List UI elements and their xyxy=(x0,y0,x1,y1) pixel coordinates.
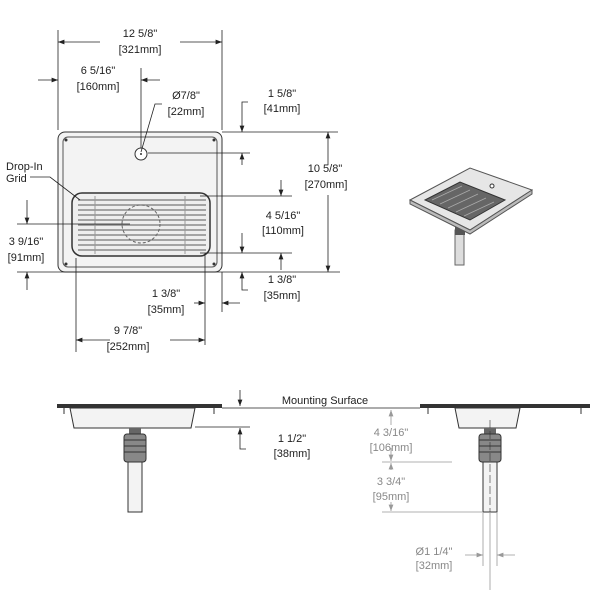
dim-grid-width-mm: [252mm] xyxy=(107,341,150,353)
dim-hole-offset-mm: [160mm] xyxy=(77,81,120,93)
dim-hole-diameter: Ø7/8" xyxy=(172,90,200,102)
top-view: 12 5/8" [321mm] 6 5/16" [160mm] Ø7/8" [2… xyxy=(6,28,347,353)
dim-grid-depth: 4 5/16" xyxy=(266,210,301,222)
fitting-dims: 4 3/16" [106mm] 3 3/4" [95mm] Ø1 1/4" [3… xyxy=(370,410,515,590)
dim-pipe-diameter-mm: [32mm] xyxy=(416,560,453,572)
dim-hole-from-top: 1 5/8" xyxy=(268,88,296,100)
dim-pipe-diameter: Ø1 1/4" xyxy=(416,546,453,558)
dim-overall-width: 12 5/8" xyxy=(123,28,158,40)
dim-hole-diameter-mm: [22mm] xyxy=(168,106,205,118)
dim-pipe-length: 3 3/4" xyxy=(377,476,405,488)
side-view-right xyxy=(420,404,590,513)
grid-label-line1: Drop-In xyxy=(6,161,43,173)
drain-hole xyxy=(134,147,148,161)
dim-to-fitting: 4 3/16" xyxy=(374,427,409,439)
dim-basin-depth: 1 1/2" xyxy=(278,433,306,445)
drop-in-grid xyxy=(71,192,211,257)
dim-pipe-length-mm: [95mm] xyxy=(373,491,410,503)
grid-label-line2: Grid xyxy=(6,173,27,185)
side-view-left xyxy=(57,404,222,513)
mounting-surface-dim: Mounting Surface 1 1/2" [38mm] xyxy=(195,390,420,460)
dim-overall-depth-mm: [270mm] xyxy=(305,179,348,191)
dim-grid-bottom-margin: 1 3/8" xyxy=(268,274,296,286)
dim-grid-center: 3 9/16" xyxy=(9,236,44,248)
mounting-surface-label: Mounting Surface xyxy=(282,395,368,407)
isometric-view xyxy=(408,167,534,266)
dim-basin-depth-mm: [38mm] xyxy=(274,448,311,460)
dim-overall-width-mm: [321mm] xyxy=(119,44,162,56)
dim-grid-right-margin: 1 3/8" xyxy=(152,288,180,300)
dim-grid-width: 9 7/8" xyxy=(114,325,142,337)
dim-grid-depth-mm: [110mm] xyxy=(262,225,304,237)
dim-overall-depth: 10 5/8" xyxy=(308,163,343,175)
dim-grid-bottom-margin-mm: [35mm] xyxy=(264,290,301,302)
dim-to-fitting-mm: [106mm] xyxy=(370,442,413,454)
dim-hole-from-top-mm: [41mm] xyxy=(264,103,301,115)
dim-grid-center-mm: [91mm] xyxy=(8,252,45,264)
dim-hole-offset: 6 5/16" xyxy=(81,65,116,77)
dim-grid-right-margin-mm: [35mm] xyxy=(148,304,185,316)
